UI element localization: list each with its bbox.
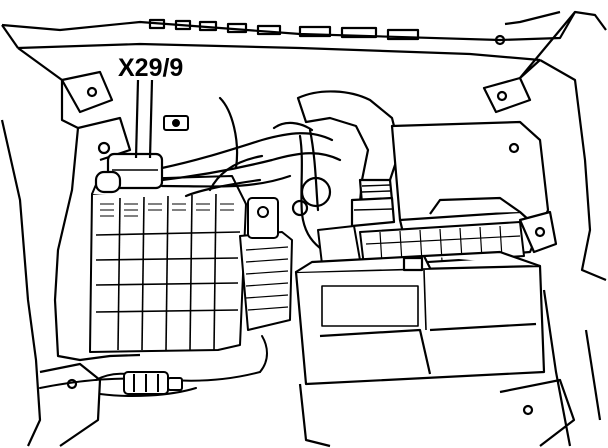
battery-module-box xyxy=(294,250,546,386)
lower-connector xyxy=(123,371,183,395)
wiring-harness xyxy=(160,96,342,250)
firewall-panel xyxy=(1,10,607,282)
corrugated-hose xyxy=(296,90,402,228)
harness-clip xyxy=(163,115,189,131)
lower-right-bracket xyxy=(298,378,576,448)
relay-block xyxy=(239,197,293,331)
callout-leader xyxy=(134,79,154,159)
connector-x29-9 xyxy=(94,152,164,194)
lower-left-bracket xyxy=(39,362,102,447)
right-fender-edge xyxy=(542,289,602,447)
fuse-relay-box xyxy=(89,175,247,353)
fuse-slots xyxy=(100,203,234,217)
callout-label: X29/9 xyxy=(118,54,183,82)
